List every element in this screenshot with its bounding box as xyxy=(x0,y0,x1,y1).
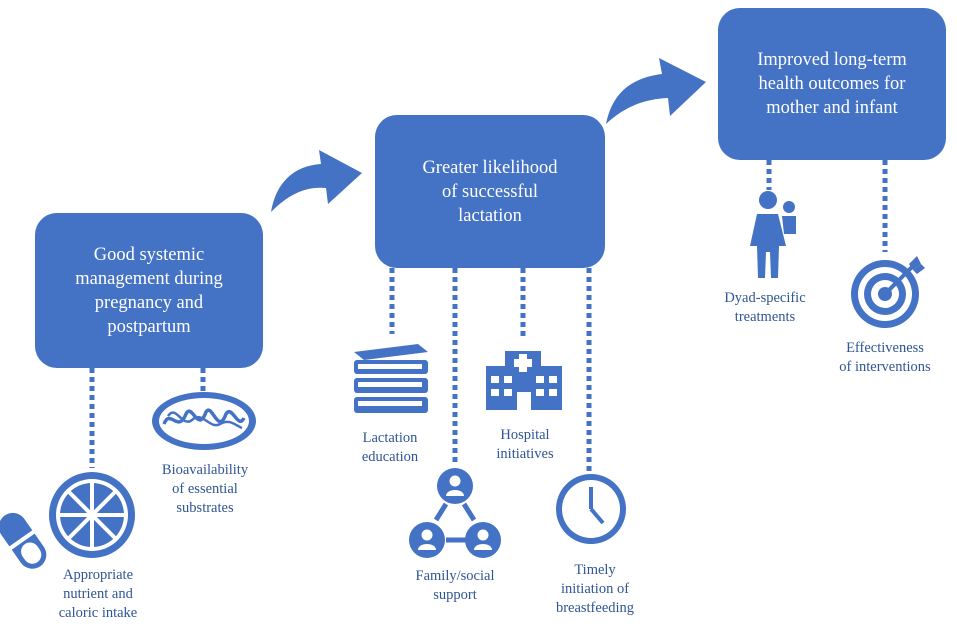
label-hospital-initiatives: Hospital initiatives xyxy=(496,427,554,462)
clock-icon xyxy=(556,474,626,544)
mitochondrion-icon xyxy=(152,392,256,450)
citrus-slice-icon xyxy=(49,472,135,558)
label-bioavailability: Bioavailability of essential substrates xyxy=(161,462,249,516)
step-box-health-outcomes: Improved long-term health outcomes for m… xyxy=(718,8,946,160)
people-network-icon xyxy=(409,468,501,558)
curved-arrow-1 xyxy=(271,150,362,212)
books-icon xyxy=(354,344,428,413)
label-dyad-treatments: Dyad-specific treatments xyxy=(724,290,806,325)
dotted-connectors xyxy=(89,160,888,474)
mother-infant-icon xyxy=(750,191,796,278)
label-lactation-education: Lactation education xyxy=(361,430,419,465)
label-nutrient-intake: Appropriate nutrient and caloric intake xyxy=(58,567,138,621)
label-timely-initiation: Timely initiation of breastfeeding xyxy=(555,562,635,616)
hospital-icon xyxy=(486,351,562,410)
step-box-systemic-management: Good systemic management during pregnanc… xyxy=(35,213,263,368)
curved-arrow-2 xyxy=(606,58,706,124)
label-family-support: Family/social support xyxy=(415,568,495,603)
target-icon xyxy=(851,256,925,328)
step-box-successful-lactation: Greater likelihood of successful lactati… xyxy=(375,115,605,268)
label-effectiveness: Effectiveness of interventions xyxy=(839,340,931,375)
pill-icon xyxy=(0,512,47,569)
